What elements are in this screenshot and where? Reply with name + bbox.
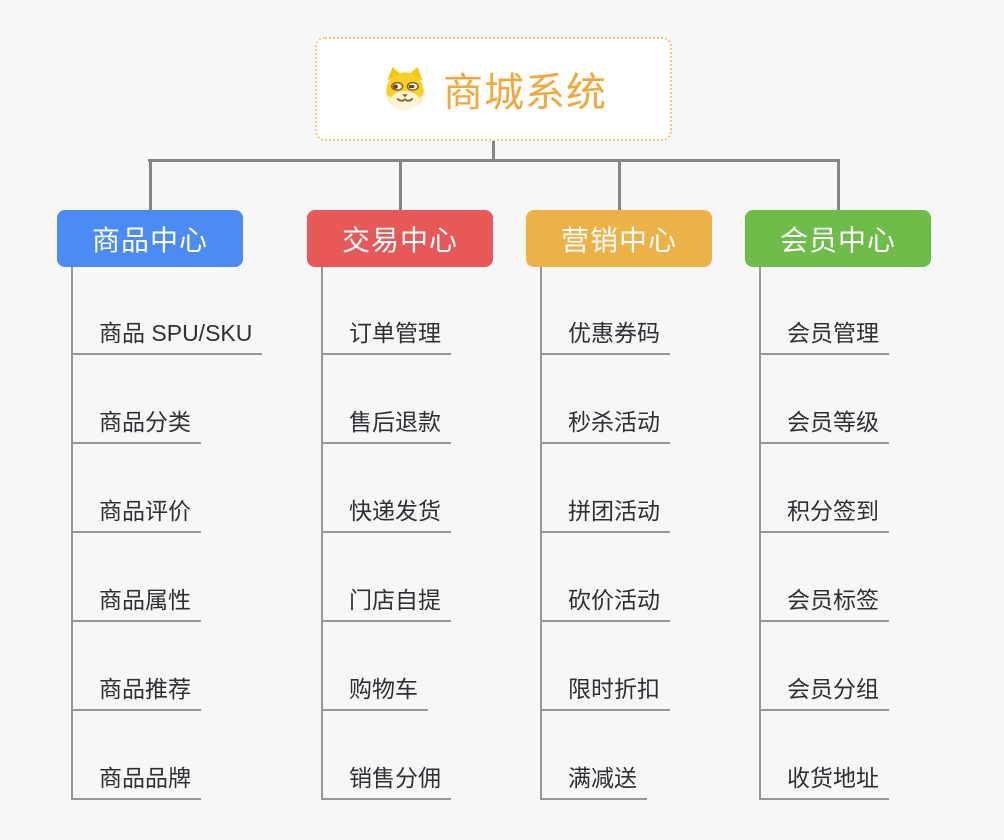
connector-horizontal <box>148 159 838 162</box>
leaf-item[interactable]: 商品属性 <box>71 582 201 622</box>
root-node[interactable]: 商城系统 <box>315 37 672 141</box>
branch-node[interactable]: 商品中心 <box>57 210 243 267</box>
leaf-item[interactable]: 销售分佣 <box>321 760 451 800</box>
leaf-item[interactable]: 会员管理 <box>759 315 889 355</box>
leaf-item[interactable]: 拼团活动 <box>540 493 670 533</box>
leaf-item[interactable]: 商品 SPU/SKU <box>71 315 263 355</box>
leaf-item[interactable]: 门店自提 <box>321 582 451 622</box>
connector-drop <box>836 159 840 210</box>
leaf-item[interactable]: 优惠券码 <box>540 315 670 355</box>
leaf-item[interactable]: 收货地址 <box>759 760 889 800</box>
leaf-item[interactable]: 秒杀活动 <box>540 404 670 444</box>
leaf-item[interactable]: 订单管理 <box>321 315 451 355</box>
leaf-item[interactable]: 商品品牌 <box>71 760 201 800</box>
leaf-item[interactable]: 商品评价 <box>71 493 201 533</box>
leaf-item[interactable]: 限时折扣 <box>540 671 670 711</box>
branch-spine-line <box>321 267 323 800</box>
leaf-item[interactable]: 商品分类 <box>71 404 201 444</box>
root-title: 商城系统 <box>443 71 607 115</box>
leaf-item[interactable]: 商品推荐 <box>71 671 201 711</box>
leaf-item[interactable]: 会员标签 <box>759 582 889 622</box>
branch-spine-line <box>540 267 542 800</box>
connector-drop <box>617 159 621 210</box>
branch-spine-line <box>759 267 761 800</box>
leaf-item[interactable]: 积分签到 <box>759 493 889 533</box>
connector-drop <box>398 159 402 210</box>
dog-face-icon <box>386 67 424 110</box>
leaf-item[interactable]: 会员等级 <box>759 404 889 444</box>
leaf-item[interactable]: 满减送 <box>540 760 647 800</box>
leaf-item[interactable]: 购物车 <box>321 671 428 711</box>
leaf-item[interactable]: 售后退款 <box>321 404 451 444</box>
connector-root-vertical <box>492 141 495 162</box>
branch-node[interactable]: 营销中心 <box>526 210 712 267</box>
leaf-item[interactable]: 快递发货 <box>321 493 451 533</box>
connector-drop <box>148 159 152 210</box>
branch-node[interactable]: 会员中心 <box>745 210 931 267</box>
leaf-item[interactable]: 会员分组 <box>759 671 889 711</box>
branch-spine-line <box>71 267 73 800</box>
leaf-item[interactable]: 砍价活动 <box>540 582 670 622</box>
branch-node[interactable]: 交易中心 <box>307 210 493 267</box>
